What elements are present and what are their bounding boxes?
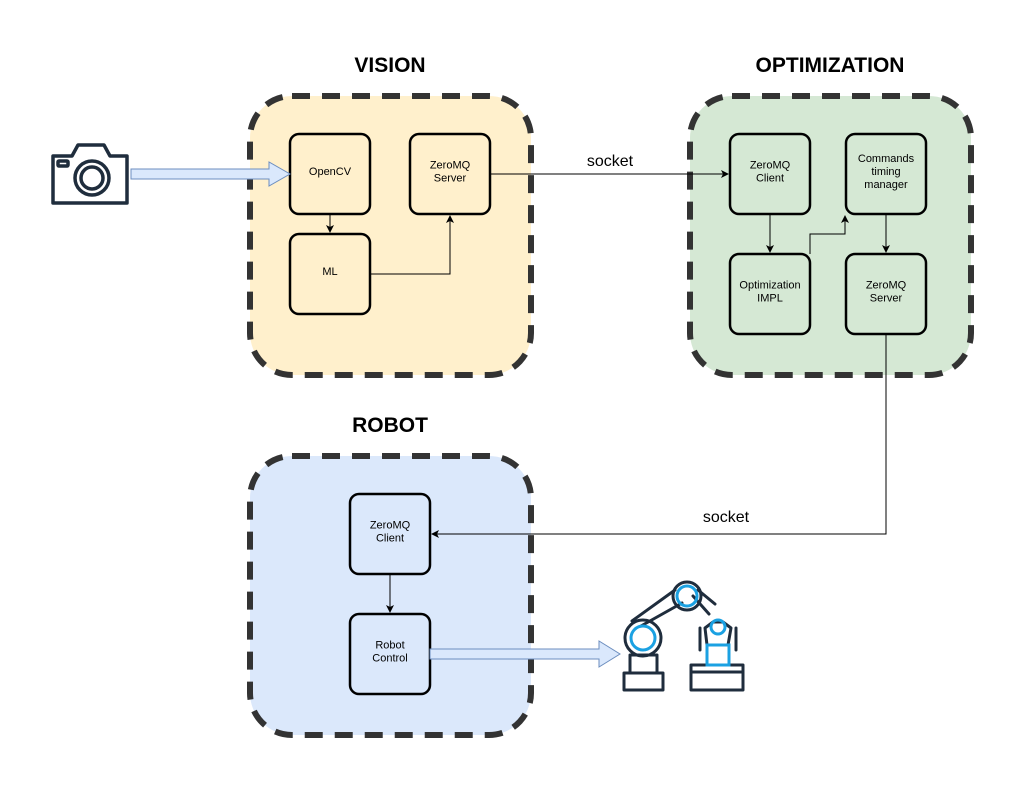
node-label-line: ML	[322, 266, 337, 278]
node-label-line: ZeroMQ	[750, 160, 791, 172]
node-label-line: OpenCV	[309, 166, 352, 178]
edge-ml-to-zeromq-server	[370, 215, 454, 275]
camera-to-opencv-flow-arrow	[130, 161, 292, 187]
ml-node-label: ML	[322, 266, 337, 278]
vision-group: VISION	[247, 54, 534, 378]
node-label-line: Client	[756, 173, 784, 185]
node-label-line: IMPL	[757, 293, 783, 305]
opencv-node-label: OpenCV	[309, 166, 352, 178]
robot-control-to-arm-flow-arrow	[429, 640, 621, 668]
edge-optimization-server-to-robot-client	[431, 334, 887, 538]
node-label-line: Client	[376, 533, 404, 545]
node-label-line: ZeroMQ	[866, 280, 907, 292]
vision-group-title: VISION	[354, 54, 425, 77]
node-label-line: Server	[434, 173, 467, 185]
node-label-line: timing	[871, 166, 900, 178]
optimization-group: OPTIMIZATION	[687, 54, 974, 378]
node-label-line: ZeroMQ	[370, 520, 411, 532]
camera-icon	[51, 143, 129, 205]
node-label-line: ZeroMQ	[430, 160, 471, 172]
vision-group-box	[247, 93, 534, 378]
socket-label-bottom: socket	[703, 509, 750, 526]
optimization-group-title: OPTIMIZATION	[756, 54, 905, 77]
node-label-line: Server	[870, 293, 903, 305]
node-label-line: Control	[372, 653, 407, 665]
edge-impl-to-commands-manager	[809, 215, 849, 254]
node-label-line: Optimization	[739, 280, 800, 292]
node-label-line: Commands	[858, 153, 915, 165]
optimization-group-box	[687, 93, 974, 378]
node-label-line: Robot	[375, 640, 404, 652]
socket-label-top: socket	[587, 153, 634, 170]
robot-arm-icon	[622, 580, 745, 692]
robot-group-title: ROBOT	[352, 414, 428, 437]
node-label-line: manager	[864, 179, 908, 191]
